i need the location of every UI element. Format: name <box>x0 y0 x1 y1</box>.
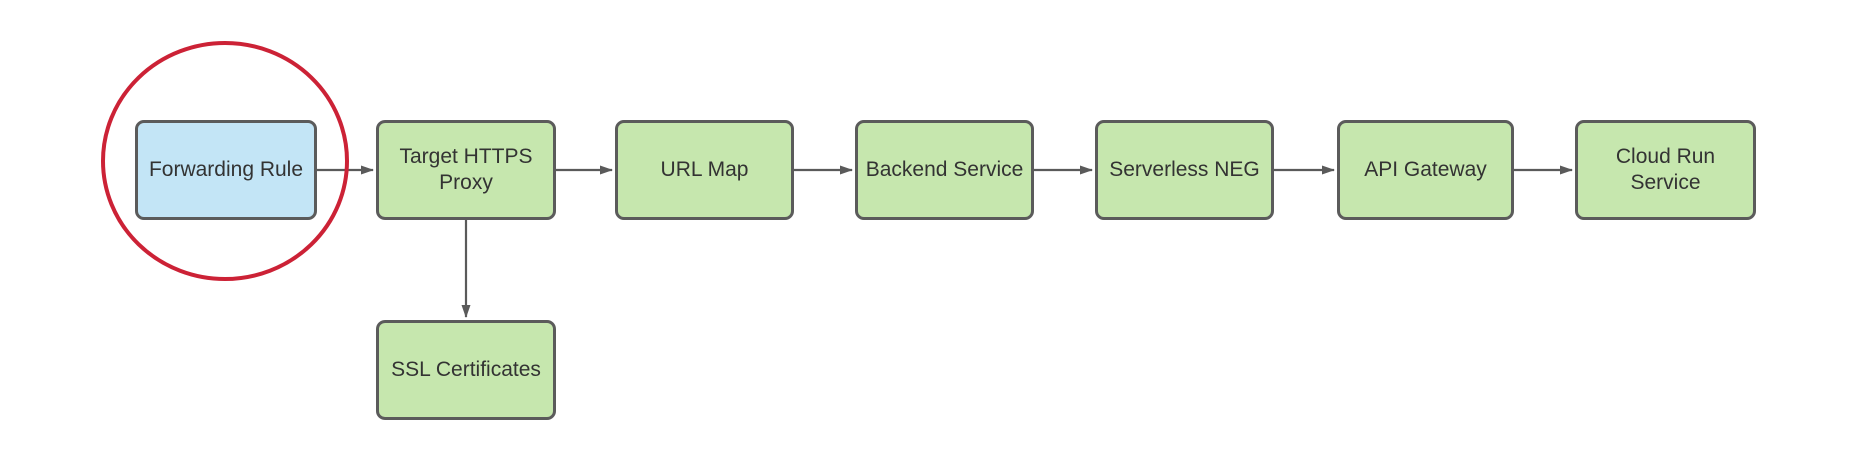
node-forwarding-rule-label: Forwarding Rule <box>148 157 304 181</box>
node-target-https-proxy-label: Target HTTPS Proxy <box>399 144 533 194</box>
node-url-map-label: URL Map <box>660 157 749 181</box>
node-serverless-neg: Serverless NEG <box>1095 120 1274 220</box>
node-target-https-proxy: Target HTTPS Proxy <box>376 120 556 220</box>
node-backend-service-label: Backend Service <box>865 157 1024 181</box>
node-backend-service: Backend Service <box>855 120 1034 220</box>
node-forwarding-rule: Forwarding Rule <box>135 120 317 220</box>
node-cloud-run-service: Cloud Run Service <box>1575 120 1756 220</box>
node-ssl-certificates: SSL Certificates <box>376 320 556 420</box>
node-cloud-run-service-label: Cloud Run Service <box>1615 144 1716 194</box>
node-api-gateway-label: API Gateway <box>1364 157 1487 181</box>
node-ssl-certificates-label: SSL Certificates <box>391 357 541 381</box>
node-serverless-neg-label: Serverless NEG <box>1109 157 1260 181</box>
node-url-map: URL Map <box>615 120 794 220</box>
node-api-gateway: API Gateway <box>1337 120 1514 220</box>
